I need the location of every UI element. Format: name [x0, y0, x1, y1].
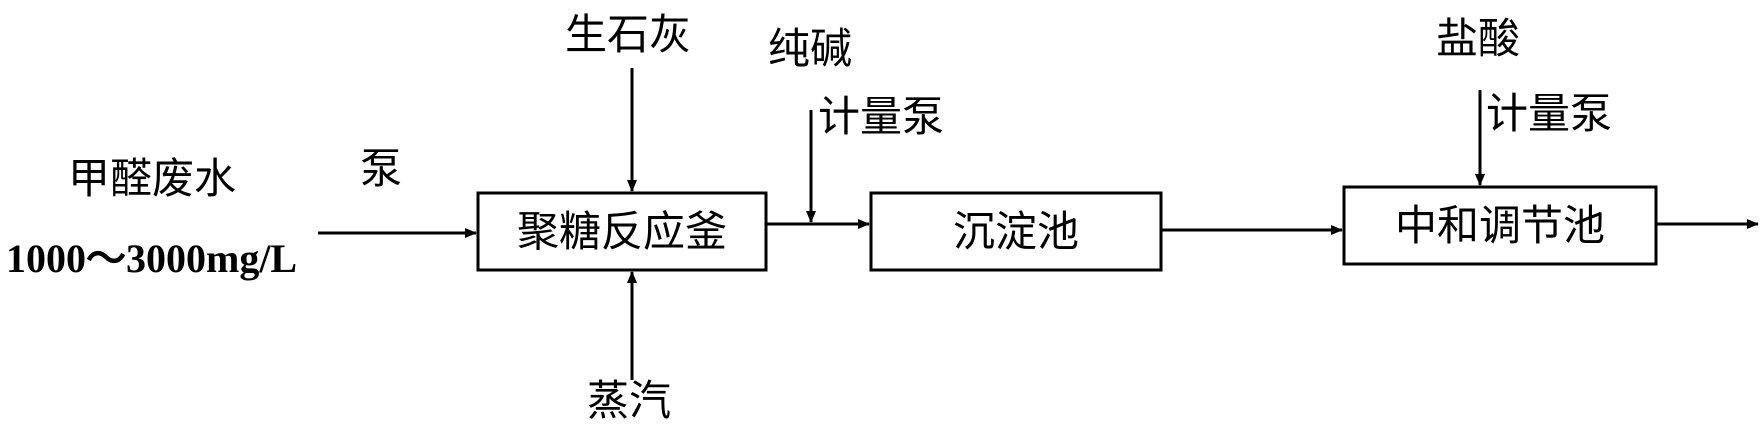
hydrochloric-acid-label: 盐酸 [1436, 14, 1521, 63]
pump-label: 泵 [360, 144, 403, 193]
reactor-label: 聚糖反应釜 [516, 206, 727, 256]
neutralization-tank-label: 中和调节池 [1394, 200, 1605, 250]
metering-pump-label-2: 计量泵 [1486, 89, 1613, 138]
reactor-box [476, 191, 768, 272]
settling-tank-label: 沉淀池 [952, 206, 1079, 256]
concentration-label: 1000～3000mg/L [6, 236, 298, 281]
wastewater-label: 甲醛废水 [68, 154, 237, 203]
soda-ash-label: 纯碱 [768, 24, 853, 73]
steam-label: 蒸汽 [587, 376, 672, 425]
quicklime-label: 生石灰 [565, 10, 692, 59]
metering-pump-label-1: 计量泵 [818, 92, 945, 141]
